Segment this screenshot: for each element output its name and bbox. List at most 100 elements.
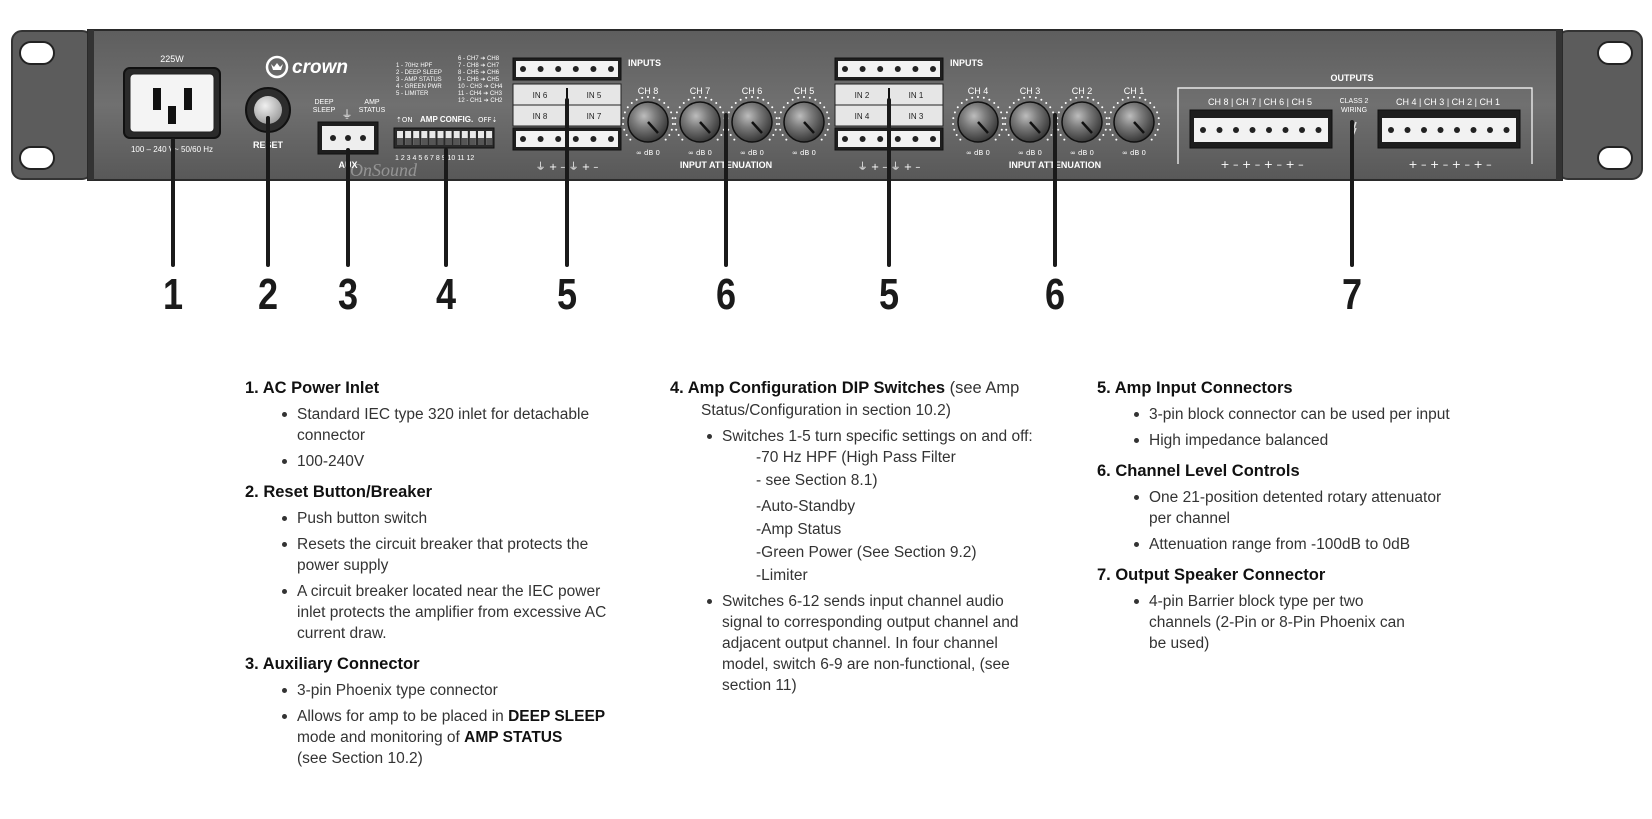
- list-item: High impedance balanced: [1134, 430, 1457, 451]
- dip-legend-item: 9 - CH6 ➔ CH5: [458, 77, 500, 83]
- attenuation-knob[interactable]: CH 3∞ dB 0: [1004, 86, 1056, 157]
- callout-number: 6: [715, 270, 737, 319]
- dip-legend-item: 8 - CH5 ➔ CH6: [458, 70, 500, 76]
- dip-legend-item: 4 - GREEN PWR: [396, 84, 442, 90]
- list-item: Attenuation range from -100dB to 0dB: [1134, 534, 1457, 555]
- knob-channel-label: CH 7: [690, 86, 711, 96]
- section-title: 3. Auxiliary Connector: [245, 655, 420, 673]
- knob-scale: ∞ dB 0: [740, 149, 764, 157]
- rack-slot: [1597, 41, 1633, 65]
- brand-logo: crown: [292, 57, 348, 78]
- text-run: Allows for amp to be placed in: [297, 708, 509, 725]
- description-column-2: 4. Amp Configuration DIP Switches (see A…: [670, 378, 1050, 706]
- knob-channel-label: CH 4: [968, 86, 989, 96]
- output-pins-right: + – + – + – + –: [1408, 158, 1491, 171]
- rack-slot: [1597, 146, 1633, 170]
- text-run: Switches 1-5 turn specific settings on a…: [722, 428, 1033, 445]
- callout-number: 6: [1044, 270, 1066, 319]
- list-item: 100-240V: [282, 451, 625, 472]
- input-label: IN 8: [533, 112, 548, 121]
- knob-channel-label: CH 6: [742, 86, 763, 96]
- description-column-1: 1. AC Power Inlet Standard IEC type 320 …: [245, 378, 625, 779]
- class2-label: CLASS 2: [1340, 98, 1369, 105]
- dip-legend-item: 12 - CH1 ➔ CH2: [458, 98, 503, 104]
- rack-slot: [19, 146, 55, 170]
- rack-slot: [19, 41, 55, 65]
- input-label: IN 4: [855, 112, 870, 121]
- attenuation-knob[interactable]: CH 2 ∞ dB 0: [1056, 86, 1108, 157]
- section-title: 4. Amp Configuration DIP Switches (see A…: [670, 378, 1050, 399]
- list-item: 3-pin block connector can be used per in…: [1134, 404, 1457, 425]
- text-bold: DEEP SLEEP: [508, 708, 606, 725]
- attenuation-knob[interactable]: CH 7 ∞ dB 0: [674, 86, 726, 157]
- knob-channel-label: CH 1: [1124, 86, 1145, 96]
- list-item: 4-pin Barrier block type per two channel…: [1134, 591, 1419, 654]
- outputs-bracket: [1177, 87, 1533, 164]
- callout-number: 4: [435, 270, 457, 319]
- callout-number: 2: [257, 270, 279, 319]
- dip-legend-item: 10 - CH3 ➔ CH4: [458, 84, 503, 90]
- knob-channel-label: CH 3: [1020, 86, 1041, 96]
- section-title-continued: Status/Configuration in section 10.2): [701, 402, 951, 419]
- outputs-label: OUTPUTS: [1330, 73, 1373, 83]
- input-label: IN 6: [533, 91, 548, 100]
- power-rating-label: 225W: [160, 54, 184, 64]
- list-item: Allows for amp to be placed in DEEP SLEE…: [282, 706, 625, 769]
- knob-channel-label: CH 2: [1072, 86, 1093, 96]
- description-column-3: 5. Amp Input Connectors 3-pin block conn…: [1097, 378, 1457, 664]
- output-terminal-block[interactable]: [1377, 109, 1521, 149]
- attenuation-knob[interactable]: CH 5∞ dB 0: [778, 86, 830, 157]
- output-terminal-block[interactable]: [1189, 109, 1333, 149]
- dip-legend-item: 3 - AMP STATUS: [396, 77, 442, 83]
- callout-number: 1: [162, 270, 184, 319]
- knob-scale: ∞ dB 0: [1122, 149, 1146, 157]
- knob-scale: ∞ dB 0: [966, 149, 990, 157]
- callout-number: 5: [556, 270, 578, 319]
- input-label: IN 7: [587, 112, 602, 121]
- attenuation-knob[interactable]: CH 8 ∞ dB 0: [622, 86, 674, 157]
- attenuation-knob[interactable]: CH 4 ∞ dB 0: [952, 86, 1004, 157]
- knob-scale: ∞ dB 0: [792, 149, 816, 157]
- list-item: 3-pin Phoenix type connector: [282, 680, 625, 701]
- dip-on-label: ⇡ON: [396, 116, 413, 124]
- outputs-left-channels: CH 8 | CH 7 | CH 6 | CH 5: [1208, 97, 1312, 107]
- section-title: 1. AC Power Inlet: [245, 379, 380, 397]
- knob-channel-label: CH 8: [638, 86, 659, 96]
- list-item: Standard IEC type 320 inlet for detachab…: [282, 404, 625, 446]
- callout-number: 7: [1341, 270, 1363, 319]
- input-label: IN 1: [909, 91, 924, 100]
- input-terminal-top[interactable]: [834, 57, 944, 81]
- dip-numbers: 1 2 3 4 5 6 7 8 9 10 11 12: [395, 155, 474, 162]
- callout-number: 3: [337, 270, 359, 319]
- knob-scale: ∞ dB 0: [636, 149, 660, 157]
- list-item: One 21-position detented rotary attenuat…: [1134, 487, 1457, 529]
- list-item: Switches 1-5 turn specific settings on a…: [707, 426, 1050, 586]
- attenuation-knob[interactable]: CH 1 ∞ dB 0: [1108, 86, 1160, 157]
- section-title: 2. Reset Button/Breaker: [245, 483, 433, 501]
- crown-logo-icon: [265, 55, 289, 79]
- text-run: (see Section 10.2): [297, 750, 423, 767]
- attenuation-knob[interactable]: CH 6 ∞ dB 0: [726, 86, 778, 157]
- section-title: 7. Output Speaker Connector: [1097, 566, 1326, 584]
- watermark: OnSound: [350, 160, 418, 180]
- knob-scale: ∞ dB 0: [688, 149, 712, 157]
- knob-scale: ∞ dB 0: [1070, 149, 1094, 157]
- dip-legend-item: 5 - LIMITER: [396, 91, 429, 97]
- dip-legend-item: 2 - DEEP SLEEP: [396, 70, 442, 76]
- dip-legend-item: 7 - CH8 ➔ CH7: [458, 63, 500, 69]
- input-label: IN 5: [587, 91, 602, 100]
- panel-face: [87, 29, 1563, 181]
- amplifier-rear-panel: 225W 100 – 240 V~ 50/60 Hz crown RESET D…: [11, 29, 1643, 267]
- section-title-text: 4. Amp Configuration DIP Switches: [670, 379, 946, 397]
- list-item: Resets the circuit breaker that protects…: [282, 534, 625, 576]
- sub-item: -Auto-Standby: [756, 498, 856, 515]
- input-terminal-top[interactable]: [512, 57, 622, 81]
- sub-item: -Green Power (See Section 9.2): [756, 544, 977, 561]
- section-title-rest: (see Amp: [945, 379, 1020, 397]
- sub-item: - see Section 8.1): [756, 472, 878, 489]
- dip-config-label: AMP CONFIG.: [420, 115, 473, 124]
